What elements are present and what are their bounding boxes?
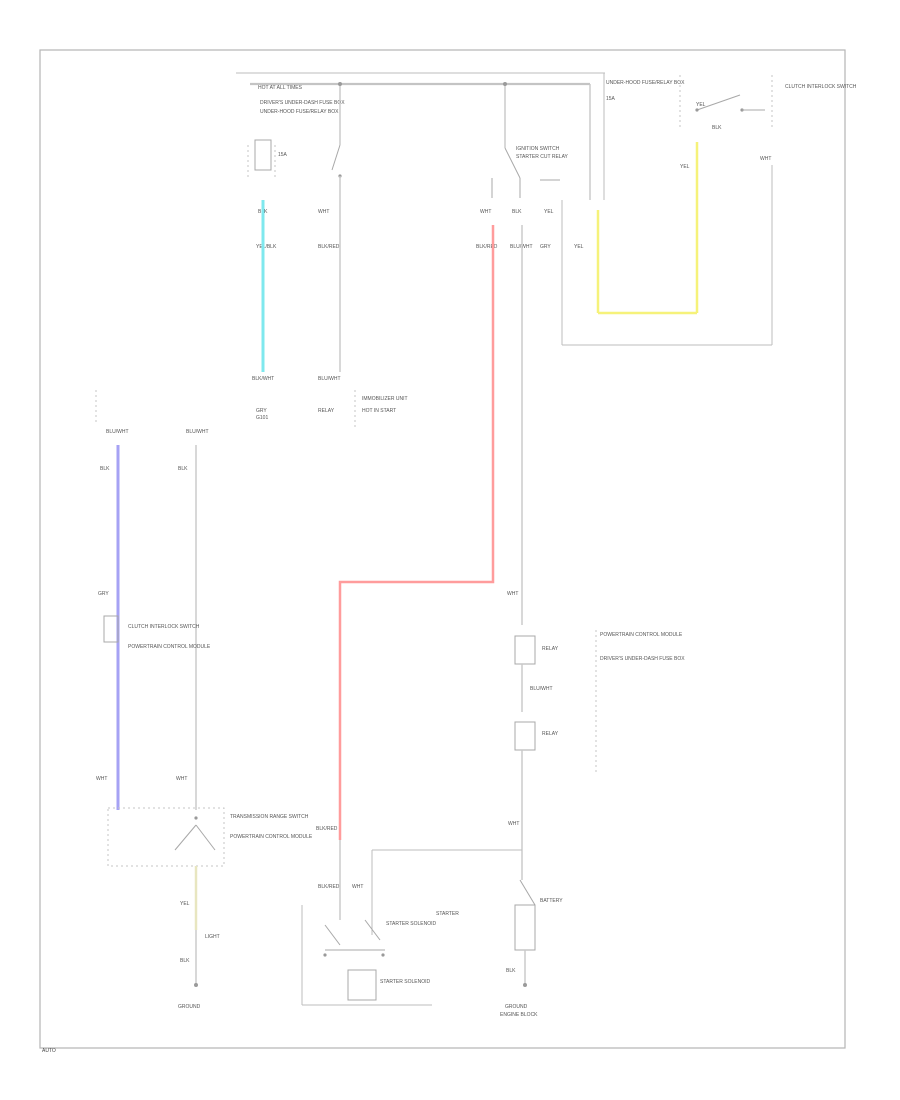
- svg-text:GRY: GRY: [256, 408, 267, 414]
- svg-text:IGNITION SWITCH: IGNITION SWITCH: [516, 146, 560, 152]
- svg-text:BLK: BLK: [178, 466, 188, 472]
- svg-text:BLK/RED: BLK/RED: [476, 244, 498, 250]
- svg-text:CLUTCH INTERLOCK SWITCH: CLUTCH INTERLOCK SWITCH: [128, 624, 200, 630]
- svg-text:POWERTRAIN CONTROL MODULE: POWERTRAIN CONTROL MODULE: [600, 632, 683, 638]
- svg-text:BLU/WHT: BLU/WHT: [186, 429, 209, 435]
- svg-text:BLU/WHT: BLU/WHT: [530, 686, 553, 692]
- footer-code: AUTO: [42, 1048, 56, 1054]
- relay-switch-1: WHT BLK/RED BLU/WHT RELAY IMMOBILIZER UN…: [318, 82, 408, 430]
- svg-text:WHT: WHT: [318, 209, 329, 215]
- svg-text:YEL: YEL: [680, 164, 690, 170]
- diagram-frame: [39, 49, 846, 1049]
- svg-text:BLK: BLK: [100, 466, 110, 472]
- svg-text:YEL: YEL: [544, 209, 554, 215]
- svg-text:UNDER-HOOD FUSE/RELAY BOX: UNDER-HOOD FUSE/RELAY BOX: [260, 109, 339, 115]
- svg-text:YEL: YEL: [574, 244, 584, 250]
- svg-text:RELAY: RELAY: [542, 731, 559, 737]
- svg-text:BLK/RED: BLK/RED: [318, 244, 340, 250]
- svg-text:LIGHT: LIGHT: [205, 934, 220, 940]
- bus-label: HOT AT ALL TIMES: [258, 85, 303, 91]
- svg-text:POWERTRAIN CONTROL MODULE: POWERTRAIN CONTROL MODULE: [230, 834, 313, 840]
- svg-text:STARTER SOLENOID: STARTER SOLENOID: [386, 921, 436, 927]
- svg-text:GROUND: GROUND: [505, 1004, 528, 1010]
- svg-text:TRANSMISSION RANGE SWITCH: TRANSMISSION RANGE SWITCH: [230, 814, 309, 820]
- svg-text:WHT: WHT: [96, 776, 107, 782]
- svg-text:BLU/WHT: BLU/WHT: [106, 429, 129, 435]
- svg-text:STARTER: STARTER: [436, 911, 459, 917]
- svg-text:15A: 15A: [606, 96, 616, 102]
- svg-text:HOT IN START: HOT IN START: [362, 408, 396, 414]
- svg-text:BLK: BLK: [712, 125, 722, 131]
- svg-text:IMMOBILIZER UNIT: IMMOBILIZER UNIT: [362, 396, 408, 402]
- svg-text:WHT: WHT: [507, 591, 518, 597]
- bottom-left-ground: YEL LIGHT BLK GROUND: [178, 866, 220, 1010]
- svg-text:BLK: BLK: [180, 958, 190, 964]
- center-wire: WHT RELAY RELAY POWERTRAIN CONTROL MODUL…: [507, 225, 685, 880]
- svg-text:RELAY: RELAY: [318, 408, 335, 414]
- svg-text:POWERTRAIN CONTROL MODULE: POWERTRAIN CONTROL MODULE: [128, 644, 211, 650]
- svg-text:YEL: YEL: [696, 102, 706, 108]
- right-loop: UNDER-HOOD FUSE/RELAY BOX 15A: [561, 80, 773, 346]
- svg-text:STARTER SOLENOID: STARTER SOLENOID: [380, 979, 430, 985]
- svg-text:BLK: BLK: [506, 968, 516, 974]
- svg-text:WHT: WHT: [480, 209, 491, 215]
- svg-text:WHT: WHT: [352, 884, 363, 890]
- svg-text:BLK/RED: BLK/RED: [316, 826, 338, 832]
- svg-text:BLU/WHT: BLU/WHT: [510, 244, 533, 250]
- svg-text:WHT: WHT: [176, 776, 187, 782]
- svg-text:YEL: YEL: [180, 901, 190, 907]
- svg-text:BATTERY: BATTERY: [540, 898, 563, 904]
- ignition-switch: IGNITION SWITCH STARTER CUT RELAY WHT BL…: [476, 82, 584, 250]
- battery-group: BATTERY BLK GROUND ENGINE BLOCK: [371, 849, 563, 1018]
- svg-text:WHT: WHT: [760, 156, 771, 162]
- svg-text:BLK: BLK: [512, 209, 522, 215]
- svg-text:15A: 15A: [278, 152, 288, 158]
- starter-group: BLK/RED WHT STARTER SOLENOID STARTER STA…: [301, 840, 459, 1006]
- top-right-switch: YEL BLK CLUTCH INTERLOCK SWITCH YEL WHT: [679, 75, 857, 170]
- svg-text:BLU/WHT: BLU/WHT: [318, 376, 341, 382]
- red-wire: BLK/RED: [316, 225, 495, 840]
- transmission-range-switch: TRANSMISSION RANGE SWITCH POWERTRAIN CON…: [107, 807, 313, 867]
- svg-text:DRIVER'S UNDER-DASH FUSE BOX: DRIVER'S UNDER-DASH FUSE BOX: [600, 656, 685, 662]
- svg-text:DRIVER'S UNDER-DASH FUSE BOX: DRIVER'S UNDER-DASH FUSE BOX: [260, 100, 345, 106]
- svg-text:GRY: GRY: [98, 591, 109, 597]
- svg-text:ENGINE BLOCK: ENGINE BLOCK: [500, 1012, 538, 1018]
- svg-text:RELAY: RELAY: [542, 646, 559, 652]
- svg-text:CLUTCH INTERLOCK SWITCH: CLUTCH INTERLOCK SWITCH: [785, 84, 857, 90]
- power-bus: HOT AT ALL TIMES: [236, 72, 605, 200]
- svg-text:GROUND: GROUND: [178, 1004, 201, 1010]
- svg-text:YEL/BLK: YEL/BLK: [256, 244, 277, 250]
- svg-text:STARTER CUT RELAY: STARTER CUT RELAY: [516, 154, 569, 160]
- svg-text:GRY: GRY: [540, 244, 551, 250]
- svg-text:UNDER-HOOD FUSE/RELAY BOX: UNDER-HOOD FUSE/RELAY BOX: [606, 80, 685, 86]
- left-wires: BLU/WHT BLU/WHT BLK BLK CLUTCH INTERLOCK…: [95, 390, 211, 810]
- svg-text:WHT: WHT: [508, 821, 519, 827]
- svg-text:G101: G101: [256, 415, 268, 421]
- svg-text:BLK/RED: BLK/RED: [318, 884, 340, 890]
- svg-text:BLK/WHT: BLK/WHT: [252, 376, 274, 382]
